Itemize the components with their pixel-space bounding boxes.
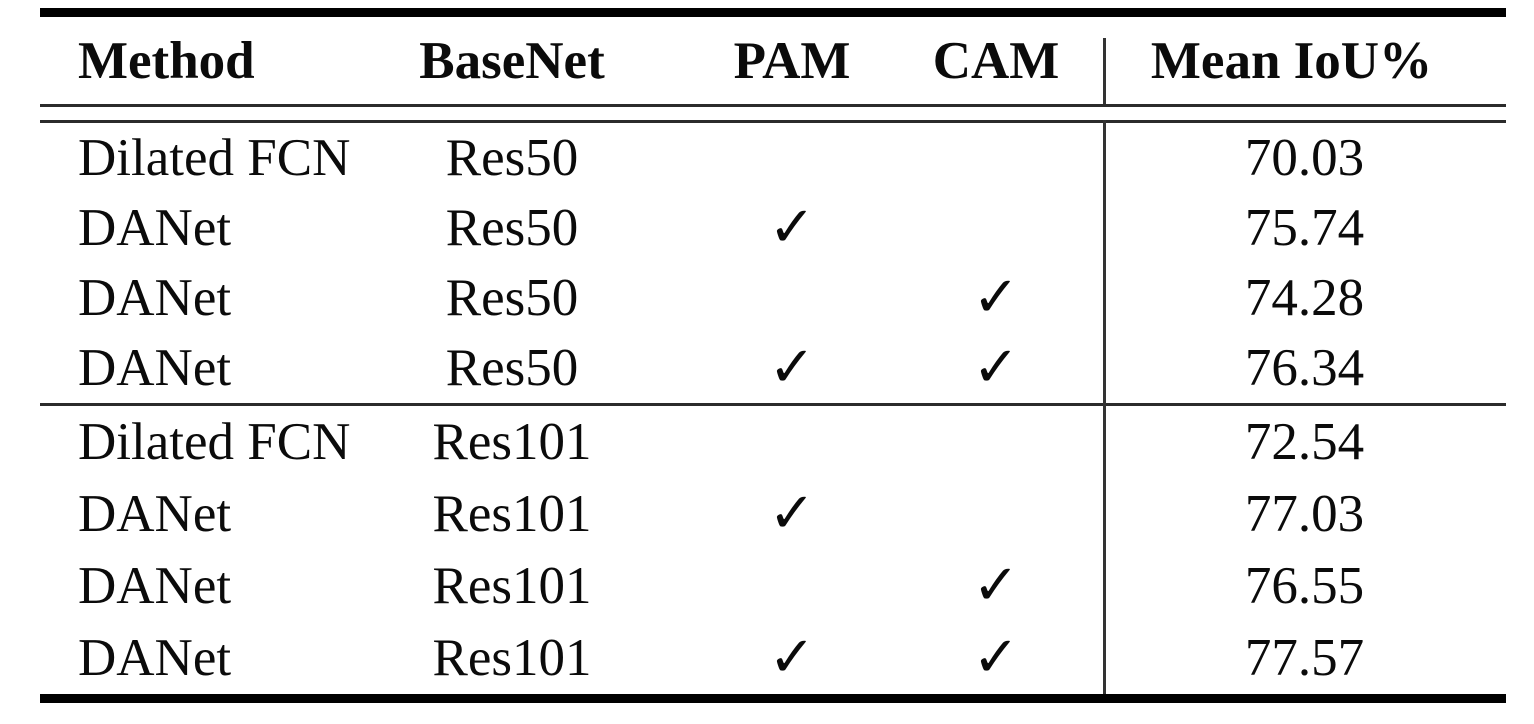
- ablation-results-table: Method BaseNet PAM CAM Mean IoU% Dilated…: [40, 8, 1506, 703]
- table-row: Dilated FCN Res50 70.03: [40, 123, 1506, 193]
- pam-checkmark-cell: ✓: [768, 195, 816, 260]
- basenet-cell: Res101: [432, 485, 592, 543]
- table-row: Dilated FCN Res101 72.54: [40, 406, 1506, 478]
- basenet-cell: Res50: [445, 129, 579, 187]
- mean-iou-cell: 76.55: [1244, 557, 1365, 615]
- table-top-rule: [40, 8, 1506, 17]
- table-row: DANet Res101 ✓ ✓ 77.57: [40, 622, 1506, 694]
- basenet-cell: Res101: [432, 557, 592, 615]
- method-cell: Dilated FCN: [78, 129, 351, 187]
- mean-iou-cell: 75.74: [1244, 199, 1365, 257]
- basenet-cell: Res50: [445, 269, 579, 327]
- basenet-cell: Res101: [432, 629, 592, 687]
- header-double-rule-gap: [40, 107, 1506, 120]
- header-basenet: BaseNet: [419, 31, 605, 90]
- mean-iou-cell: 72.54: [1244, 413, 1365, 471]
- table-row: DANet Res50 ✓ 75.74: [40, 193, 1506, 263]
- header-mean-iou: Mean IoU%: [1150, 31, 1433, 90]
- cam-checkmark-cell: ✓: [972, 625, 1020, 690]
- basenet-cell: Res50: [445, 339, 579, 397]
- mean-iou-column-separator-header: [1103, 38, 1106, 104]
- mean-iou-cell: 70.03: [1244, 129, 1365, 187]
- method-cell: DANet: [78, 557, 232, 615]
- basenet-cell: Res101: [432, 413, 592, 471]
- method-cell: DANet: [78, 269, 232, 327]
- cam-checkmark-cell: ✓: [972, 335, 1020, 400]
- mean-iou-cell: 76.34: [1244, 339, 1365, 397]
- table-row: DANet Res101 ✓ 76.55: [40, 550, 1506, 622]
- table-row: DANet Res101 ✓ 77.03: [40, 478, 1506, 550]
- table-bottom-rule: [40, 694, 1506, 703]
- mean-iou-cell: 74.28: [1244, 269, 1365, 327]
- table-header-row: Method BaseNet PAM CAM Mean IoU%: [40, 17, 1506, 104]
- method-cell: DANet: [78, 485, 232, 543]
- mean-iou-cell: 77.03: [1244, 485, 1365, 543]
- table-row: DANet Res50 ✓ 74.28: [40, 263, 1506, 333]
- method-cell: Dilated FCN: [78, 413, 351, 471]
- mean-iou-cell: 77.57: [1244, 629, 1365, 687]
- section-divider-rule: [40, 403, 1506, 406]
- table-row: DANet Res50 ✓ ✓ 76.34: [40, 333, 1506, 403]
- pam-checkmark-cell: ✓: [768, 335, 816, 400]
- header-method: Method: [78, 31, 255, 90]
- header-double-rule-top: [40, 104, 1506, 107]
- header-cam: CAM: [932, 31, 1060, 90]
- header-pam: PAM: [733, 31, 851, 90]
- cam-checkmark-cell: ✓: [972, 265, 1020, 330]
- pam-checkmark-cell: ✓: [768, 625, 816, 690]
- method-cell: DANet: [78, 629, 232, 687]
- method-cell: DANet: [78, 199, 232, 257]
- header-double-rule-bottom: [40, 120, 1506, 123]
- basenet-cell: Res50: [445, 199, 579, 257]
- method-cell: DANet: [78, 339, 232, 397]
- cam-checkmark-cell: ✓: [972, 553, 1020, 618]
- mean-iou-column-separator-body: [1103, 120, 1106, 694]
- pam-checkmark-cell: ✓: [768, 481, 816, 546]
